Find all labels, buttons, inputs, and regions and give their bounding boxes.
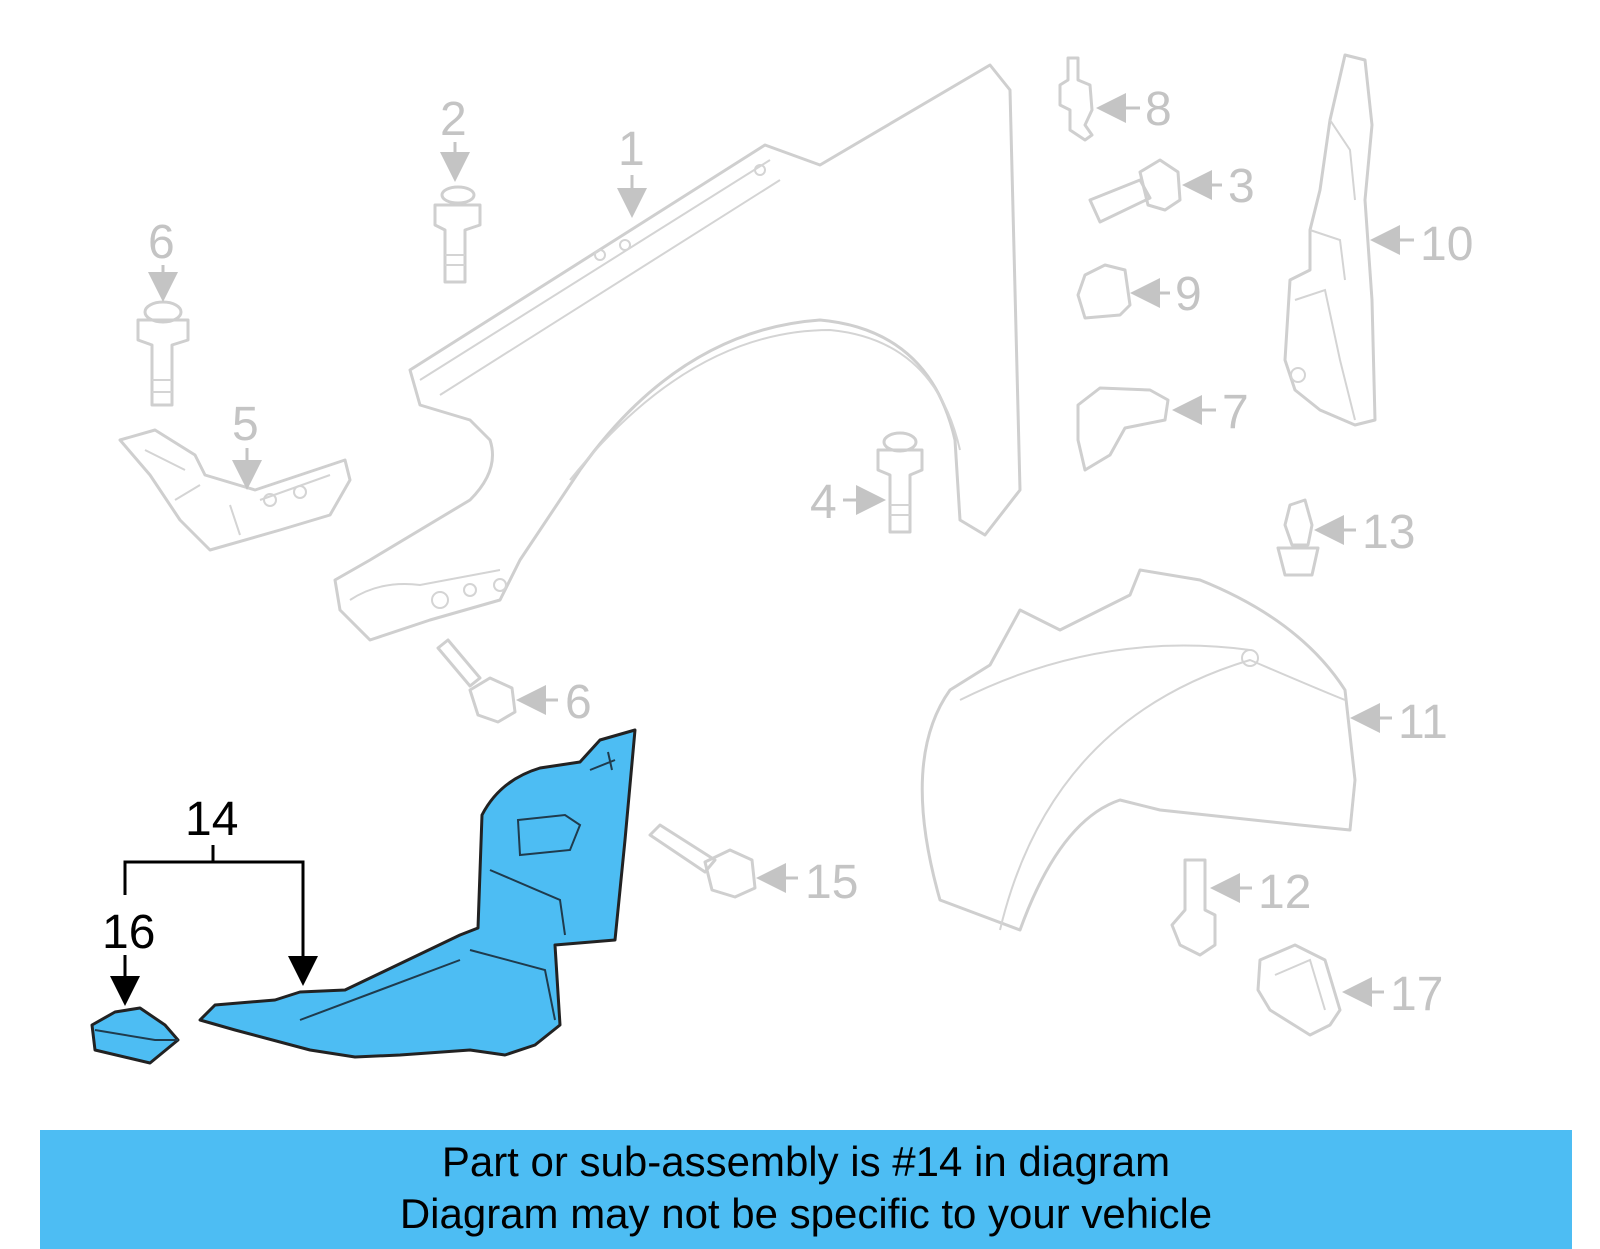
part-pad-16[interactable] — [90, 1006, 180, 1065]
part-bolt-3[interactable] — [1088, 158, 1182, 224]
part-bolt-12[interactable] — [1170, 858, 1217, 957]
callout-13: 13 — [1362, 506, 1415, 559]
part-bolt-6a[interactable] — [136, 300, 190, 407]
banner-line-part: Part or sub-assembly is #14 in diagram — [441, 1138, 1171, 1185]
banner-line-disclaimer: Diagram may not be specific to your vehi… — [399, 1190, 1213, 1237]
part-seal-10[interactable] — [1283, 53, 1377, 427]
part-splash-shield-14[interactable] — [198, 728, 637, 1059]
callout-15: 15 — [805, 856, 858, 909]
callout-3: 3 — [1228, 160, 1255, 213]
part-bolt-2[interactable] — [433, 185, 482, 284]
callout-6-lower: 6 — [565, 676, 592, 729]
callout-1: 1 — [618, 123, 645, 176]
callout-17: 17 — [1390, 968, 1443, 1021]
part-clip-8[interactable] — [1058, 56, 1094, 142]
part-fender[interactable] — [333, 63, 1022, 642]
callout-5: 5 — [232, 398, 259, 451]
callout-7: 7 — [1222, 386, 1249, 439]
part-clip-13[interactable] — [1276, 498, 1320, 577]
callout-9: 9 — [1175, 268, 1202, 321]
callout-8: 8 — [1145, 83, 1172, 136]
part-liner-11[interactable] — [920, 568, 1357, 932]
part-bolt-4[interactable] — [876, 431, 924, 534]
callout-10: 10 — [1420, 218, 1473, 271]
callout-2: 2 — [440, 93, 467, 146]
callout-4: 4 — [810, 476, 837, 529]
part-clip-9[interactable] — [1076, 263, 1132, 320]
callout-14: 14 — [185, 793, 238, 846]
callout-11: 11 — [1398, 696, 1448, 749]
part-bolt-15[interactable] — [648, 823, 757, 899]
callout-16: 16 — [102, 906, 155, 959]
callout-12: 12 — [1258, 866, 1311, 919]
part-bracket-7[interactable] — [1076, 386, 1170, 472]
part-nut-17[interactable] — [1256, 943, 1342, 1037]
callout-6-upper: 6 — [148, 216, 175, 269]
part-bracket-5[interactable] — [118, 428, 352, 552]
info-banner: Part or sub-assembly is #14 in diagram D… — [40, 1130, 1572, 1249]
part-bolt-6b[interactable] — [436, 638, 517, 724]
